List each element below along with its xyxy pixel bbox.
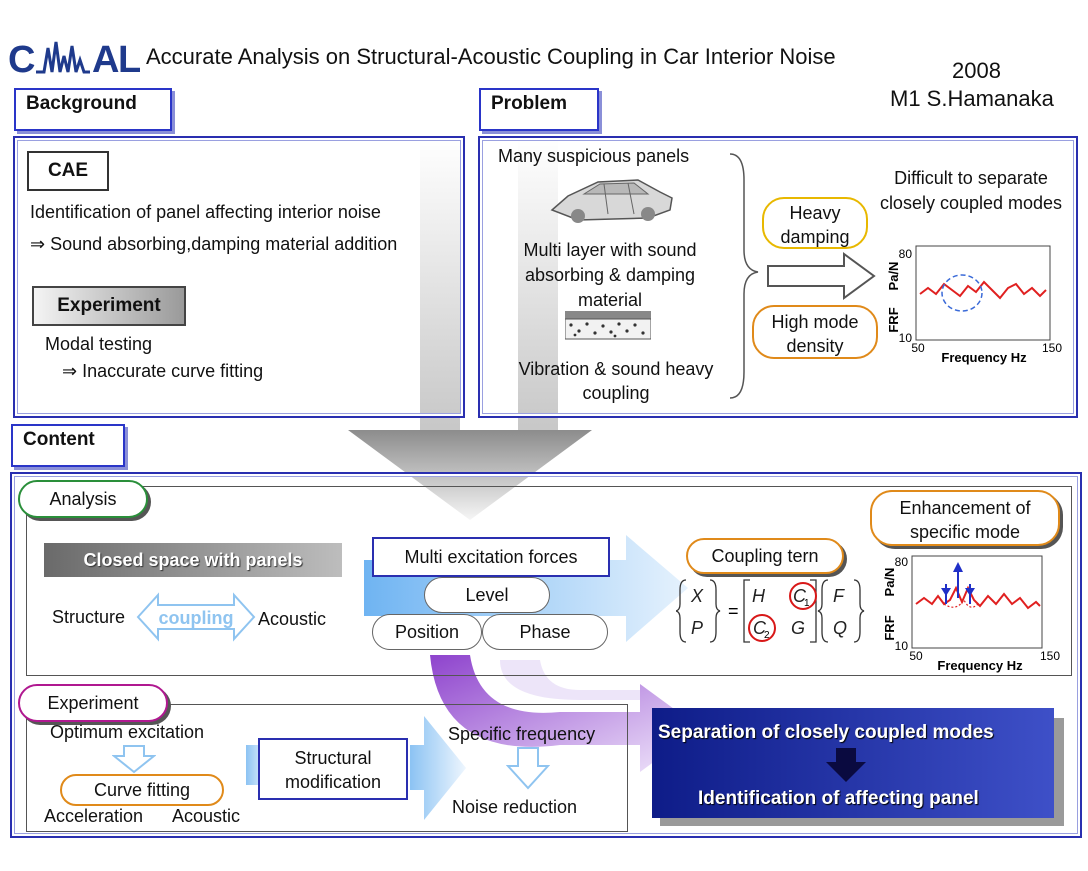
problem-graph-ylabel: FRF	[886, 307, 901, 332]
experiment-label: Experiment	[32, 286, 186, 326]
svg-text:L: L	[118, 39, 140, 81]
acoustic-label: Acoustic	[258, 609, 327, 629]
background-tag: Background	[14, 88, 172, 131]
matrix-h: H	[752, 586, 766, 606]
closed-space-banner: Closed space with panels	[44, 543, 342, 577]
svg-text:A: A	[92, 39, 119, 81]
svg-text:=: =	[728, 601, 739, 621]
optimum-excitation: Optimum excitation	[50, 722, 205, 742]
analysis-graph-ymin: 10	[895, 639, 909, 653]
matrix-f: F	[833, 586, 845, 606]
matrix-x: X	[690, 586, 704, 606]
analysis-graph-xlabel: Frequency Hz	[937, 658, 1023, 673]
matrix-c2: C	[753, 618, 767, 638]
problem-graph-xmin: 50	[911, 341, 925, 355]
matrix-p: P	[691, 618, 703, 638]
cae-line1: Identification of panel affecting interi…	[30, 202, 381, 222]
analysis-graph-ymax: 80	[895, 555, 909, 569]
analysis-frame	[26, 486, 1072, 676]
problem-graph-ymax: 80	[899, 247, 913, 261]
analysis-graph-yunit: Pa/N	[882, 568, 897, 597]
result-line1: Separation of closely coupled modes	[658, 722, 994, 743]
phase-pill: Phase	[482, 614, 608, 650]
experiment-section-label: Experiment	[18, 684, 168, 722]
result-down-arrow	[826, 748, 866, 782]
problem-item1: Many suspicious panels	[498, 146, 690, 166]
coupling-matrix-equation: X P H G F Q C C 1 2 =	[676, 579, 865, 643]
structure-label: Structure	[52, 607, 126, 627]
experiment-acoustic-label: Acoustic	[172, 806, 241, 826]
problem-frf-graph: 80 10 50 150 Frequency Hz Pa/N FRF	[886, 245, 1062, 365]
position-pill: Position	[372, 614, 482, 650]
coupling-term-label: Coupling tern	[686, 538, 844, 574]
structural-modification-box: Structural modification	[258, 738, 408, 800]
analysis-graph-xmin: 50	[909, 649, 923, 663]
result-line2: Identification of affecting panel	[698, 788, 979, 809]
matrix-c1-sub: 1	[804, 598, 810, 609]
camal-logo: C A L	[6, 38, 140, 82]
curve-fitting-label: Curve fitting	[60, 774, 224, 806]
heavy-damping-badge: Heavy damping	[762, 197, 868, 249]
analysis-graph-ylabel: FRF	[882, 615, 897, 640]
right-arrow-icon	[767, 252, 876, 300]
cae-label: CAE	[27, 151, 109, 191]
acceleration-label: Acceleration	[44, 806, 144, 826]
level-pill: Level	[424, 577, 550, 613]
content-panel	[10, 472, 1082, 838]
noise-reduction: Noise reduction	[452, 797, 578, 817]
problem-graph-xlabel: Frequency Hz	[941, 350, 1027, 365]
problem-graph-yunit: Pa/N	[886, 262, 901, 291]
difficulty-text: Difficult to separate closely coupled mo…	[879, 168, 1063, 213]
coupling-label: coupling	[159, 608, 234, 628]
down-arrow-icon-2	[506, 747, 550, 790]
problem-item2: Multi layer with sound absorbing & dampi…	[523, 240, 697, 310]
problem-graph-ymin: 10	[899, 331, 913, 345]
page-title: Accurate Analysis on Structural-Acoustic…	[146, 44, 836, 69]
multi-excitation-box: Multi excitation forces	[372, 537, 610, 577]
analysis-graph-xmax: 150	[1040, 649, 1060, 663]
content-tag: Content	[11, 424, 125, 467]
specific-frequency: Specific frequency	[448, 724, 596, 744]
brace-icon	[729, 153, 759, 399]
analysis-frf-graph: 80 10 50 150 Frequency Hz Pa/N FRF	[882, 555, 1060, 673]
year: 2008	[952, 58, 1001, 83]
logo-c: C	[8, 39, 35, 81]
analysis-label: Analysis	[18, 480, 148, 518]
author: M1 S.Hamanaka	[890, 86, 1054, 111]
enhancement-label: Enhancement of specific mode	[870, 490, 1060, 546]
exp-line2: ⇒ Inaccurate curve fitting	[62, 361, 264, 381]
background-panel	[13, 136, 465, 418]
exp-line1: Modal testing	[45, 334, 153, 354]
problem-panel	[478, 136, 1078, 418]
experiment-frame	[26, 704, 628, 832]
layer-material-icon	[565, 311, 651, 340]
high-mode-density-badge: High mode density	[752, 305, 878, 359]
problem-graph-xmax: 150	[1042, 341, 1062, 355]
cae-line2: ⇒ Sound absorbing,damping material addit…	[30, 234, 398, 254]
matrix-g: G	[791, 618, 805, 638]
down-arrow-icon	[112, 745, 156, 774]
problem-item3: Vibration & sound heavy coupling	[518, 359, 714, 403]
coupling-double-arrow: coupling	[136, 592, 256, 642]
problem-tag: Problem	[479, 88, 599, 131]
result-box: Separation of closely coupled modes Iden…	[652, 708, 1054, 818]
matrix-q: Q	[833, 618, 847, 638]
matrix-c1: C	[793, 586, 807, 606]
matrix-c2-sub: 2	[764, 630, 770, 641]
car-frame-icon	[550, 179, 673, 223]
